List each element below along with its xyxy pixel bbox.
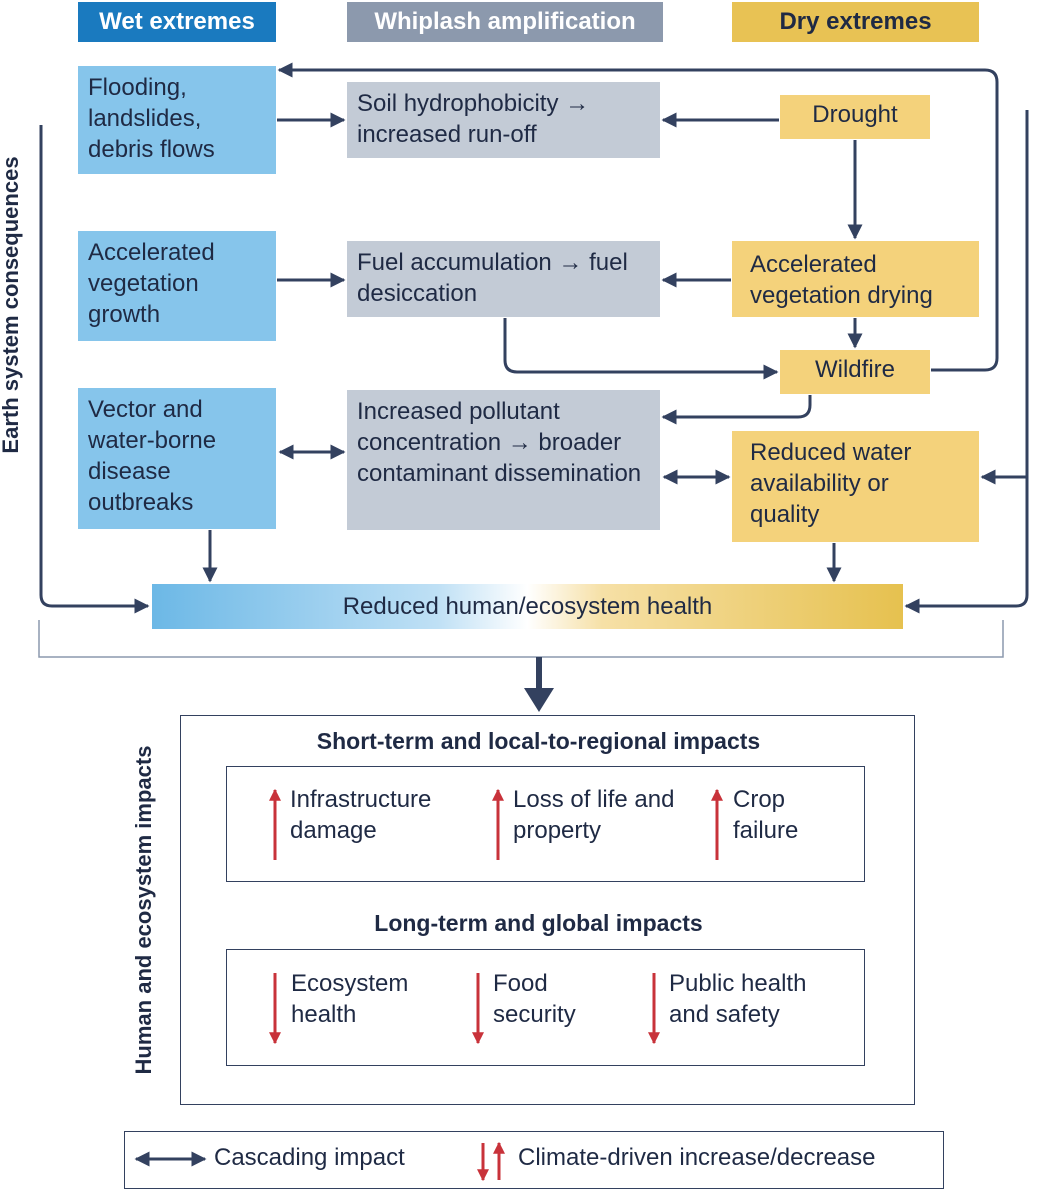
impact-infrastructure-damage: Infrastructure damage <box>290 786 432 844</box>
box-accelerated-vegetation-drying: Accelerated vegetation drying <box>732 241 979 317</box>
impact-public-health: Public health and safety <box>669 970 807 1028</box>
box-drought: Drought <box>780 95 930 139</box>
header-dry-extremes: Dry extremes <box>732 2 979 42</box>
impact-loss-of-life: Loss of life and property <box>513 786 675 844</box>
short-term-box <box>226 766 865 882</box>
box-disease-outbreaks: Vector and water-borne disease outbreaks <box>78 388 276 529</box>
box-flooding: Flooding, landslides, debris flows <box>78 66 276 174</box>
short-term-title: Short-term and local-to-regional impacts <box>316 728 761 754</box>
legend-climate-label: Climate-driven increase/decrease <box>518 1144 876 1171</box>
box-accelerated-vegetation-growth: Accelerated vegetation growth <box>78 231 276 341</box>
long-term-box <box>226 949 865 1066</box>
box-reduced-water: Reduced water availability or quality <box>732 431 979 542</box>
box-wildfire: Wildfire <box>780 350 930 394</box>
impact-food-security: Food security <box>493 970 576 1028</box>
legend-cascading-label: Cascading impact <box>214 1144 405 1171</box>
box-pollutant-concentration: Increased pollutant concentration → broa… <box>347 390 660 530</box>
bar-reduced-health: Reduced human/ecosystem health <box>152 584 903 629</box>
impact-ecosystem-health: Ecosystem health <box>291 970 409 1028</box>
box-fuel-accumulation: Fuel accumulation → fuel desiccation <box>347 241 660 317</box>
header-whiplash-amplification: Whiplash amplification <box>347 2 663 42</box>
long-term-title: Long-term and global impacts <box>374 910 703 936</box>
legend-box <box>124 1131 944 1189</box>
box-soil-hydrophobicity: Soil hydrophobicity → increased run-off <box>347 82 660 158</box>
header-wet-extremes: Wet extremes <box>78 2 276 42</box>
impact-crop-failure: Crop failure <box>733 786 799 844</box>
